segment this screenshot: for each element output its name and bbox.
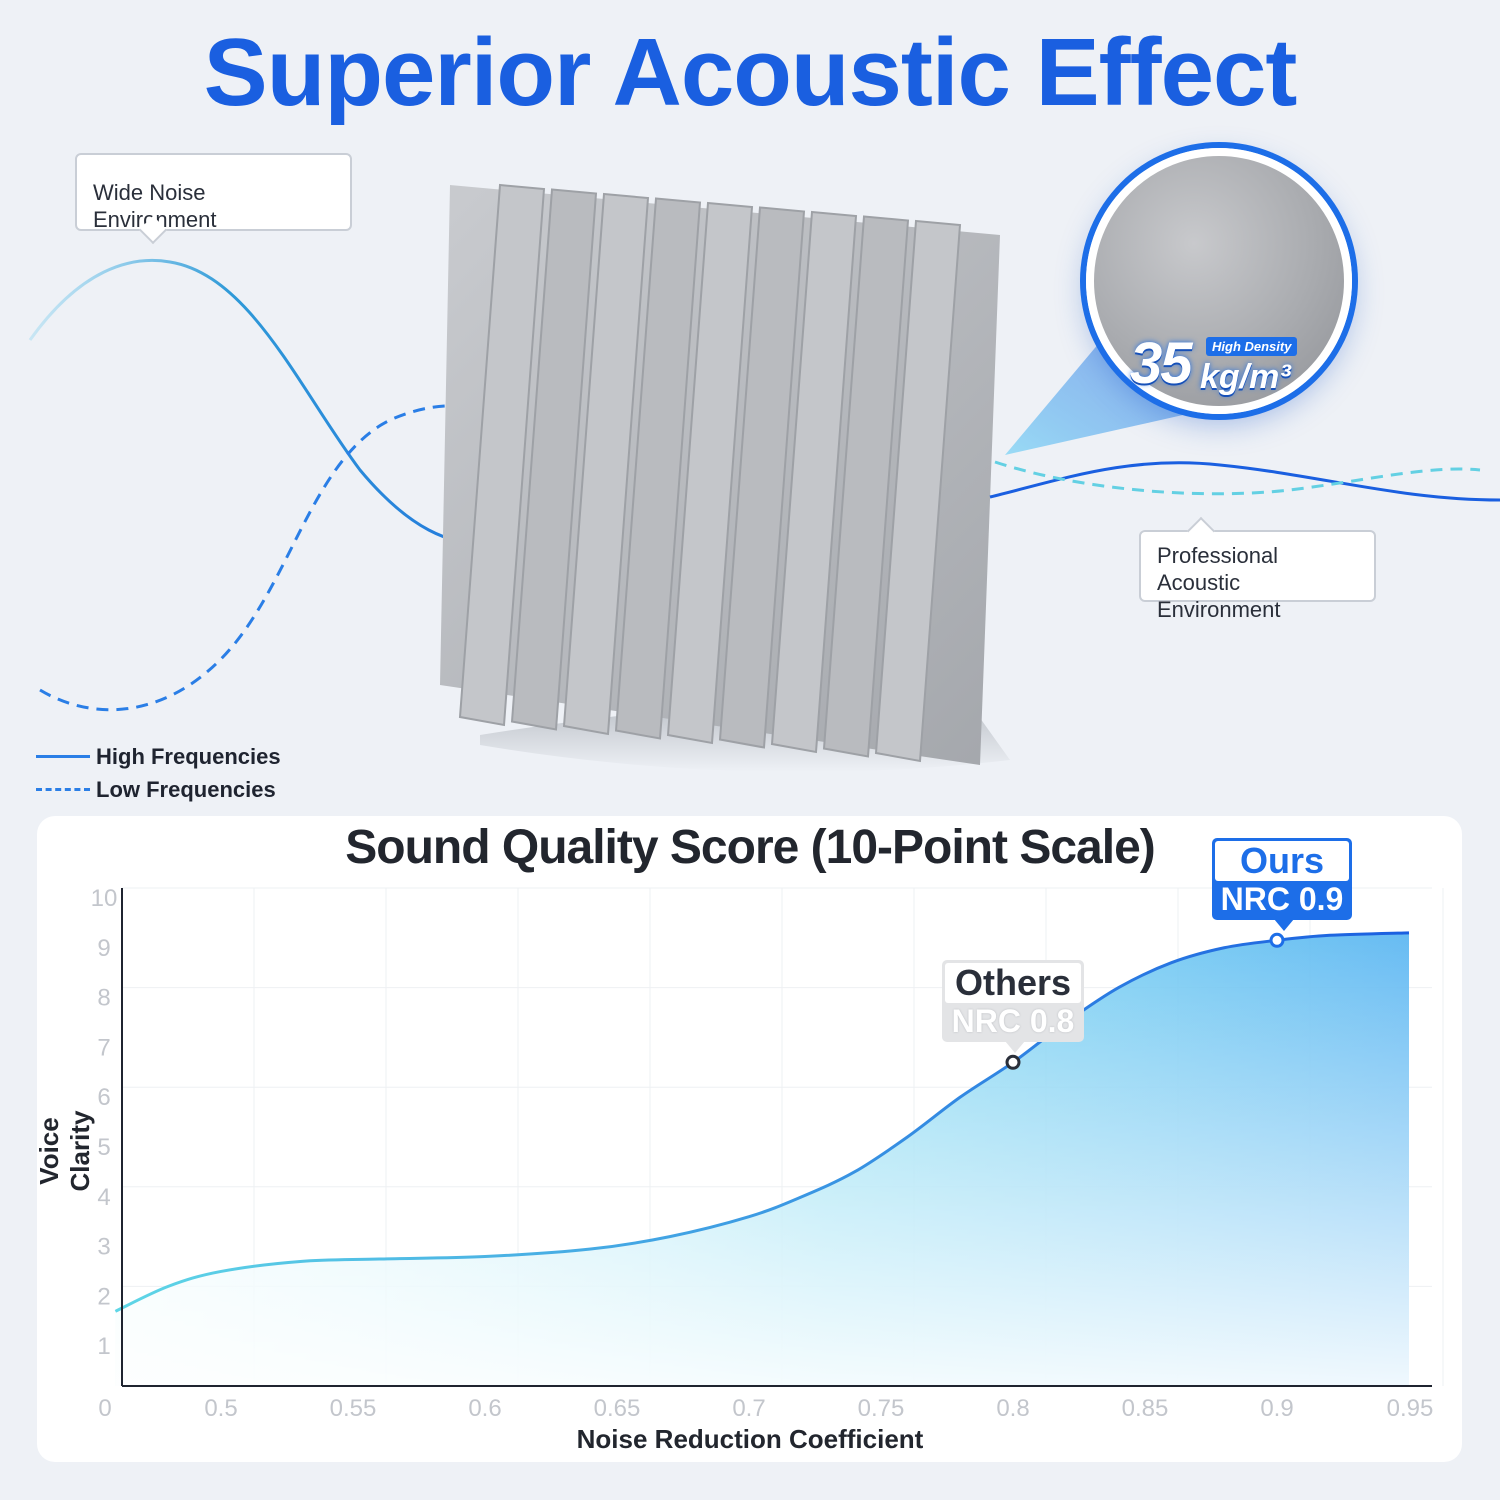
x-tick-label: 0.75 bbox=[858, 1395, 905, 1422]
foam-ridge bbox=[562, 192, 650, 736]
area-fade bbox=[115, 932, 1409, 1386]
legend-solid-line-icon bbox=[36, 755, 90, 758]
y-tick-label: 5 bbox=[97, 1134, 110, 1161]
legend-high: High Frequencies bbox=[36, 740, 281, 773]
x-tick-label: 0.85 bbox=[1122, 1395, 1169, 1422]
foam-ridge bbox=[458, 183, 546, 727]
y-tick-label: 3 bbox=[97, 1234, 110, 1261]
foam-panel bbox=[440, 183, 1000, 765]
x-tick-label: 0.6 bbox=[468, 1395, 501, 1422]
ours-badge: Ours NRC 0.9 bbox=[1212, 838, 1352, 931]
foam-ridge bbox=[718, 206, 806, 749]
y-tick-label: 1 bbox=[97, 1333, 110, 1360]
x-tick-label: 0.9 bbox=[1260, 1395, 1293, 1422]
annotation-point bbox=[1269, 932, 1285, 948]
others-label: Others bbox=[945, 963, 1081, 1003]
y-tick-label: 10 bbox=[91, 885, 118, 912]
foam-ridge bbox=[822, 215, 910, 758]
legend-high-label: High Frequencies bbox=[96, 743, 281, 769]
foam-ridge bbox=[614, 197, 702, 740]
acoustic-illustration bbox=[28, 183, 1500, 772]
x-tick-label: 0.95 bbox=[1387, 1395, 1434, 1422]
x-tick-label: 0.8 bbox=[996, 1395, 1029, 1422]
ours-label: Ours bbox=[1215, 841, 1349, 881]
legend-dashed-line-icon bbox=[36, 788, 90, 791]
legend-low-label: Low Frequencies bbox=[96, 776, 276, 802]
x-tick-label: 0.5 bbox=[204, 1395, 237, 1422]
ours-nrc: NRC 0.9 bbox=[1220, 881, 1344, 917]
density-unit: kg/m³ bbox=[1200, 358, 1291, 396]
x-axis-label: Noise Reduction Coefficient bbox=[576, 1424, 924, 1454]
magnify-beam bbox=[1005, 330, 1205, 455]
professional-label-line2: Acoustic Environment bbox=[1157, 570, 1281, 622]
foam-ridge bbox=[770, 210, 858, 754]
y-tick-label: 4 bbox=[97, 1184, 110, 1211]
foam-ridge bbox=[666, 201, 754, 745]
professional-callout: Professional Acoustic Environment bbox=[1139, 516, 1376, 622]
annotation-point bbox=[1005, 1054, 1021, 1070]
y-tick-label: 8 bbox=[97, 985, 110, 1012]
x-tick-label: 0.65 bbox=[594, 1395, 641, 1422]
density-value: 35 bbox=[1130, 331, 1192, 396]
x-tick-label: 0 bbox=[98, 1395, 111, 1422]
professional-label-line1: Professional bbox=[1157, 543, 1279, 568]
others-nrc: NRC 0.8 bbox=[951, 1003, 1075, 1039]
foam-ridge bbox=[874, 219, 962, 763]
foam-ridge bbox=[510, 188, 598, 731]
y-tick-label: 2 bbox=[97, 1283, 110, 1310]
y-tick-label: 6 bbox=[97, 1084, 110, 1111]
y-tick-label: 9 bbox=[97, 935, 110, 962]
series-line bbox=[114, 931, 1410, 1313]
x-tick-label: 0.55 bbox=[330, 1395, 377, 1422]
wave-legend: High Frequencies Low Frequencies bbox=[36, 740, 281, 806]
foam-zoom-circle bbox=[1086, 148, 1352, 414]
legend-low: Low Frequencies bbox=[36, 773, 281, 806]
density-tag: High Density bbox=[1206, 337, 1298, 356]
headline: Superior Acoustic Effect bbox=[203, 19, 1298, 126]
y-tick-label: 7 bbox=[97, 1034, 110, 1061]
calm-low-wave bbox=[994, 460, 1481, 496]
y-axis-label: Voice Clarity bbox=[34, 1110, 95, 1192]
others-badge: Others NRC 0.8 bbox=[942, 960, 1084, 1053]
chart-title: Sound Quality Score (10-Point Scale) bbox=[345, 821, 1156, 874]
x-tick-label: 0.7 bbox=[732, 1395, 765, 1422]
wide-noise-callout: Wide Noise Environment bbox=[75, 153, 352, 245]
